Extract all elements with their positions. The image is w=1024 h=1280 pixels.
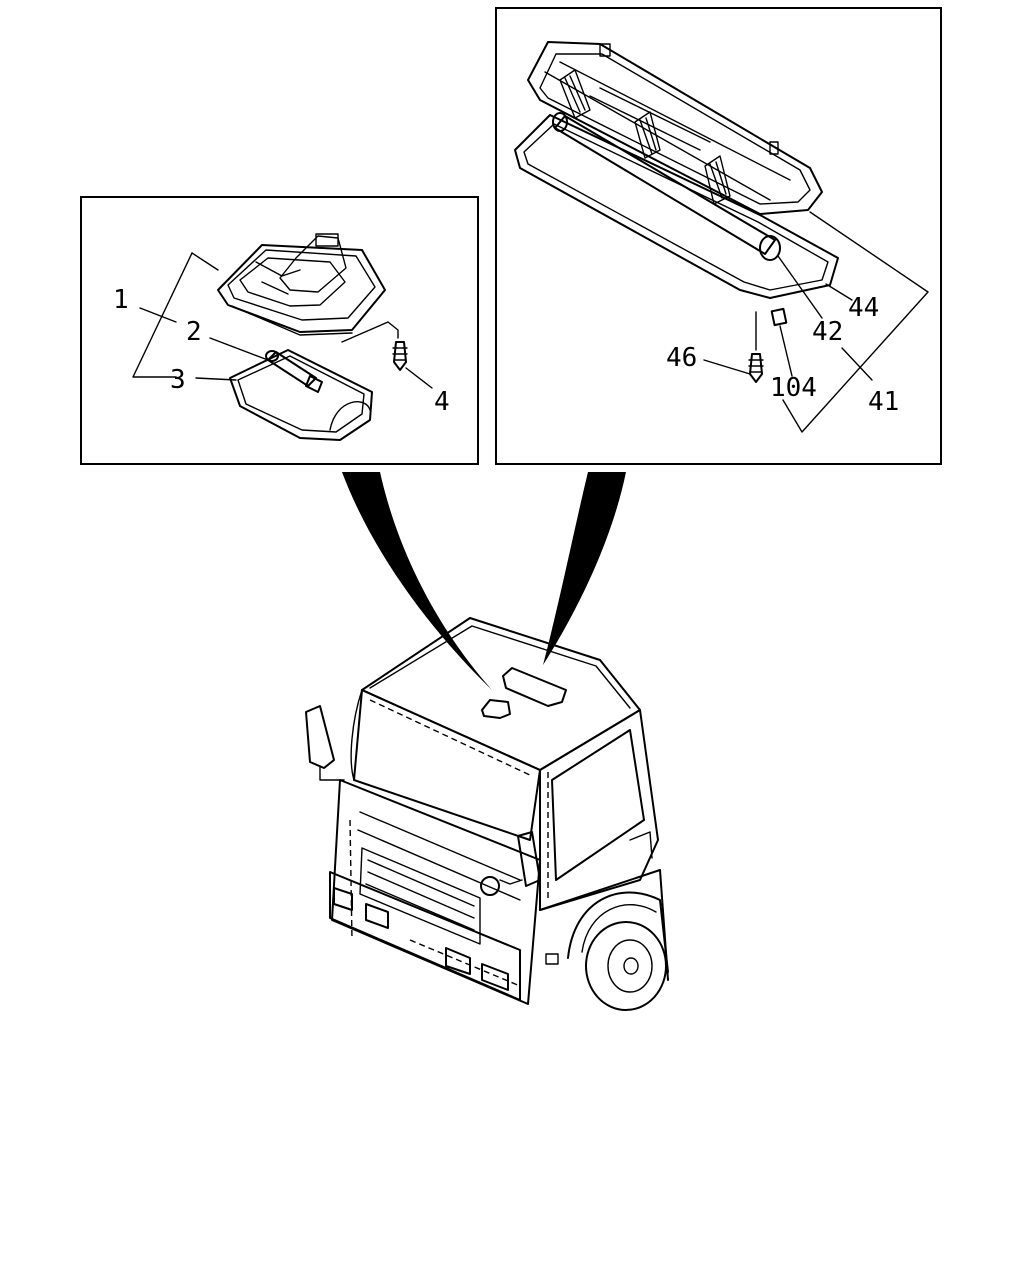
truck-cab-illustration bbox=[305, 617, 669, 1011]
left-detail-panel: 1 2 3 4 bbox=[80, 196, 479, 465]
assembly-bracket bbox=[132, 252, 193, 378]
callout-41: 41 bbox=[868, 387, 899, 417]
right-detail-panel: 44 42 46 104 41 bbox=[495, 7, 942, 465]
front-wheel bbox=[585, 921, 667, 1011]
long-dome-lamp-screw bbox=[748, 311, 764, 383]
small-dome-lamp-bulb bbox=[265, 350, 323, 393]
fluorescent-tube bbox=[552, 112, 781, 261]
small-dome-lamp-lens bbox=[229, 349, 373, 441]
side-marker bbox=[545, 953, 559, 965]
callout-4: 4 bbox=[434, 387, 450, 417]
callout-46: 46 bbox=[666, 343, 697, 373]
callout-2: 2 bbox=[186, 317, 202, 347]
left-mirror bbox=[305, 705, 335, 769]
callout-1: 1 bbox=[113, 285, 129, 315]
cab-emblem bbox=[480, 876, 500, 896]
clip-104 bbox=[770, 307, 788, 327]
pointer-to-long-lamp bbox=[543, 472, 626, 665]
callout-104: 104 bbox=[770, 373, 817, 403]
cab-long-lamp bbox=[502, 667, 567, 707]
assembly-bracket-41 bbox=[782, 211, 929, 433]
right-mirror bbox=[517, 831, 541, 887]
callout-44: 44 bbox=[848, 293, 879, 323]
install-guide-line bbox=[341, 321, 399, 343]
left-panel-frame bbox=[80, 196, 479, 465]
callout-42: 42 bbox=[812, 317, 843, 347]
long-dome-lamp-housing bbox=[527, 41, 823, 215]
pointer-to-small-lamp bbox=[342, 472, 492, 690]
right-panel-frame bbox=[495, 7, 942, 465]
cab-small-lamp bbox=[481, 699, 511, 719]
small-dome-lamp-screw bbox=[392, 341, 408, 371]
small-dome-lamp-housing bbox=[217, 233, 386, 336]
callout-3: 3 bbox=[170, 365, 186, 395]
